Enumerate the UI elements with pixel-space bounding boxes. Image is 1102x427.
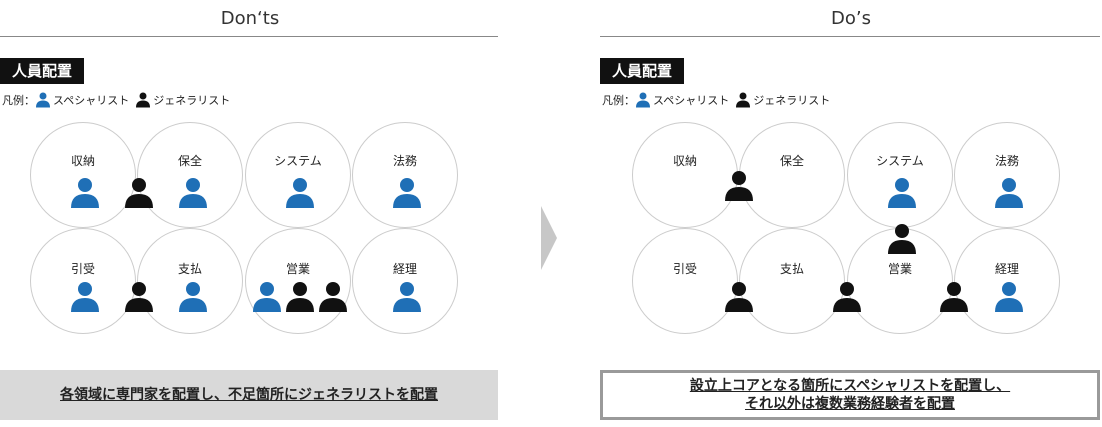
legend-generalist-label: ジェネラリスト bbox=[153, 94, 231, 107]
domain-circle-hikiuke bbox=[30, 228, 136, 334]
person-icon-black bbox=[286, 282, 314, 312]
domain-circle-keiri bbox=[954, 228, 1060, 334]
domain-circle-system bbox=[245, 122, 351, 228]
domain-label: システム bbox=[274, 154, 322, 168]
person-icon-blue bbox=[71, 282, 99, 312]
domain-label: 支払 bbox=[779, 262, 804, 276]
donts-title-rule bbox=[0, 36, 498, 37]
domain-circle-hozen bbox=[137, 122, 243, 228]
person-icon-black bbox=[125, 178, 153, 208]
domain-label: 引受 bbox=[672, 262, 697, 276]
dos-summary-line2: それ以外は複数業務経験者を配置 bbox=[744, 396, 955, 412]
person-icon-blue bbox=[71, 178, 99, 208]
dos-panel: Do’s 人員配置 凡例： スペシャリスト ジェネラリスト 収納 保全 bbox=[600, 0, 1102, 427]
person-icon-black bbox=[136, 92, 151, 108]
person-icon-blue bbox=[36, 92, 50, 108]
person-icon-blue bbox=[888, 178, 916, 208]
person-icon-black bbox=[940, 282, 968, 312]
person-icon-black bbox=[125, 282, 153, 312]
domain-label: 法務 bbox=[392, 154, 417, 168]
chevron-right-icon bbox=[541, 206, 557, 270]
dos-section-tag: 人員配置 bbox=[600, 58, 685, 84]
dos-summary: 設立上コアとなる箇所にスペシャリストを配置し、 それ以外は複数業務経験者を配置 bbox=[600, 370, 1100, 420]
domain-label: 営業 bbox=[887, 262, 912, 276]
domain-label: 収納 bbox=[672, 154, 697, 168]
person-icon-blue bbox=[995, 282, 1023, 312]
legend-generalist: ジェネラリスト bbox=[135, 92, 230, 108]
legend-prefix: 凡例： bbox=[2, 94, 35, 107]
domain-label: 支払 bbox=[177, 262, 202, 276]
domain-circle-shiharai bbox=[137, 228, 243, 334]
domain-label: 経理 bbox=[392, 262, 417, 276]
domain-label: 保全 bbox=[779, 154, 804, 168]
domain-circle-homu bbox=[954, 122, 1060, 228]
donts-panel: Don‘ts 人員配置 凡例： スペシャリスト ジェネラリスト 収納 保全 bbox=[0, 0, 500, 427]
person-icon-black bbox=[833, 282, 861, 312]
person-icon-blue bbox=[393, 178, 421, 208]
legend-generalist: ジェネラリスト bbox=[735, 92, 830, 108]
domain-circle-hozen bbox=[739, 122, 845, 228]
dos-summary-line1: 設立上コアとなる箇所にスペシャリストを配置し、 bbox=[689, 378, 1011, 394]
person-icon-black bbox=[736, 92, 751, 108]
person-icon-black bbox=[725, 171, 753, 201]
donts-summary: 各領域に専門家を配置し、不足箇所にジェネラリストを配置 bbox=[0, 370, 498, 420]
dos-legend: 凡例： スペシャリスト ジェネラリスト bbox=[602, 92, 836, 108]
domain-circle-shuno bbox=[632, 122, 738, 228]
person-icon-blue bbox=[995, 178, 1023, 208]
legend-generalist-label: ジェネラリスト bbox=[753, 94, 831, 107]
domain-circle-eigyo bbox=[245, 228, 351, 334]
person-icon-blue bbox=[636, 92, 650, 108]
legend-specialist: スペシャリスト bbox=[35, 92, 129, 108]
domain-label: 収納 bbox=[70, 154, 95, 168]
dos-title: Do’s bbox=[831, 8, 871, 29]
domain-label: システム bbox=[876, 154, 924, 168]
domain-label: 法務 bbox=[994, 154, 1019, 168]
domain-label: 営業 bbox=[285, 262, 310, 276]
domain-label: 経理 bbox=[994, 262, 1019, 276]
domain-circle-hikiuke bbox=[632, 228, 738, 334]
domain-label: 保全 bbox=[177, 154, 202, 168]
legend-specialist-label: スペシャリスト bbox=[653, 94, 730, 107]
person-icon-blue bbox=[179, 282, 207, 312]
person-icon-blue bbox=[286, 178, 314, 208]
donts-legend: 凡例： スペシャリスト ジェネラリスト bbox=[2, 92, 236, 108]
legend-prefix: 凡例： bbox=[602, 94, 635, 107]
domain-label: 引受 bbox=[70, 262, 95, 276]
dos-title-rule bbox=[600, 36, 1100, 37]
domain-circle-shuno bbox=[30, 122, 136, 228]
person-icon-blue bbox=[393, 282, 421, 312]
donts-section-tag: 人員配置 bbox=[0, 58, 85, 84]
person-icon-black bbox=[725, 282, 753, 312]
person-icon-black bbox=[888, 224, 916, 254]
domain-circle-system bbox=[847, 122, 953, 228]
domain-circle-keiri bbox=[352, 228, 458, 334]
person-icon-blue bbox=[253, 282, 281, 312]
legend-specialist-label: スペシャリスト bbox=[53, 94, 130, 107]
domain-circle-homu bbox=[352, 122, 458, 228]
domain-circle-shiharai bbox=[739, 228, 845, 334]
donts-title: Don‘ts bbox=[220, 8, 280, 29]
person-icon-blue bbox=[179, 178, 207, 208]
person-icon-black bbox=[319, 282, 347, 312]
legend-specialist: スペシャリスト bbox=[635, 92, 729, 108]
